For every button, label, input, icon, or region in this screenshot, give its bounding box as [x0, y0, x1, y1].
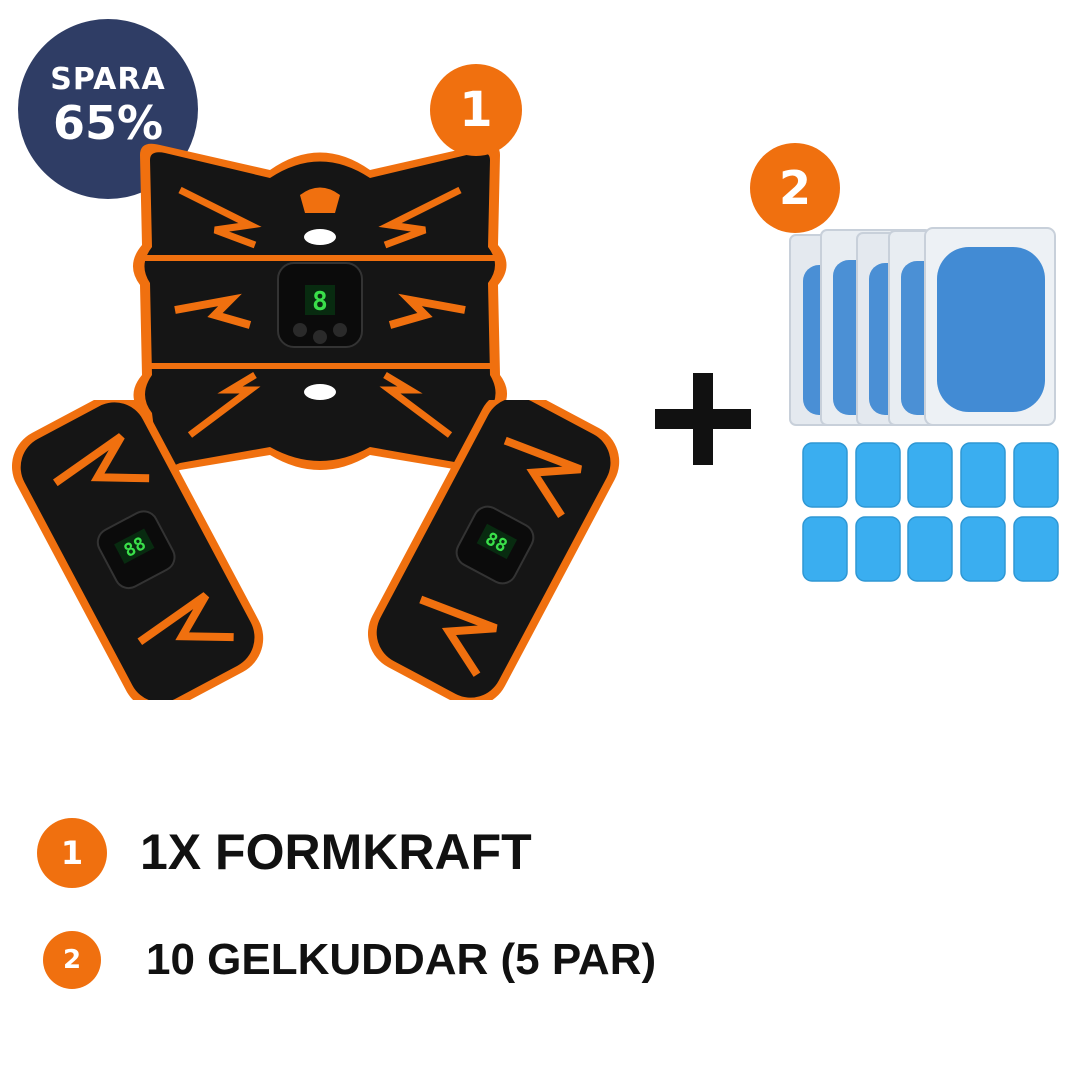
gel-pad-packs-image [789, 227, 1056, 426]
legend-label-device: 1X FORMKRAFT [140, 824, 532, 880]
legend-label-gel-pads: 10 GELKUDDAR (5 PAR) [146, 935, 657, 984]
marker-one: 1 [430, 64, 522, 156]
legend-number-one: 1 [37, 818, 107, 888]
discount-badge-percent: 65% [52, 96, 164, 150]
legend-number-two: 2 [43, 931, 101, 989]
gel-pads-grid-image [802, 442, 1059, 582]
marker-two: 2 [750, 143, 840, 233]
plus-icon [655, 373, 751, 465]
discount-badge: SPARA 65% [18, 19, 198, 199]
right-arm-pad-image: 88 [368, 400, 620, 700]
left-arm-pad-image: 88 [12, 400, 264, 700]
discount-badge-label: SPARA [50, 62, 166, 97]
abs-stimulator-image: 8 [132, 143, 508, 474]
abs-display-digit: 8 [312, 287, 328, 317]
